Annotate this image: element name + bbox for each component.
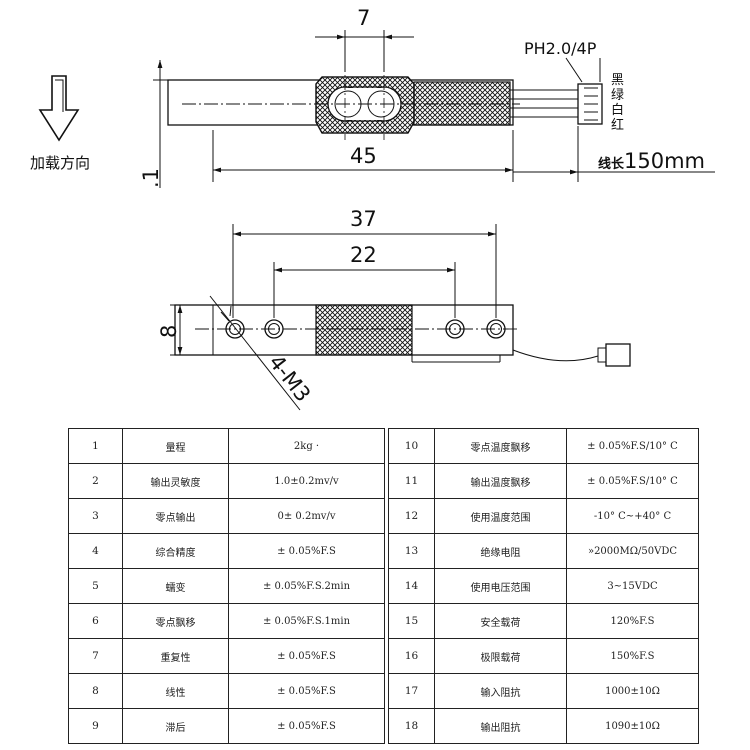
spec-number: 14 [388,568,435,604]
spec-name: 安全载荷 [434,603,567,639]
spec-value: 150%F.S [566,638,699,674]
spec-name: 极限载荷 [434,638,567,674]
spec-name: 使用温度范围 [434,498,567,534]
spec-name: 输出灵敏度 [122,463,229,499]
spec-value: 0± 0.2mv/v [228,498,385,534]
spec-name: 使用电压范围 [434,568,567,604]
spec-value: »2000MΩ/50VDC [566,533,699,569]
spec-value: 2kg · [228,428,385,464]
spec-value: ± 0.05%F.S.1min [228,603,385,639]
spec-number: 8 [68,673,123,709]
spec-number: 7 [68,638,123,674]
spec-name: 量程 [122,428,229,464]
spec-name: 重复性 [122,638,229,674]
spec-name: 零点输出 [122,498,229,534]
cable-label-prefix: 线长 [598,156,625,172]
spec-number: 9 [68,708,123,744]
spec-number: 16 [388,638,435,674]
spec-number: 4 [68,533,123,569]
spec-value: ± 0.05%F.S [228,673,385,709]
side-view: 37 22 8 4-M3 [157,207,631,411]
spec-name: 线性 [122,673,229,709]
spec-name: 零点温度飘移 [434,428,567,464]
thread-label: 4-M3 [264,350,315,406]
spec-value: ± 0.05%F.S [228,708,385,744]
spec-value: 1090±10Ω [566,708,699,744]
top-view: .1 7 [139,6,715,188]
spec-value: 120%F.S [566,603,699,639]
spec-name: 输出阻抗 [434,708,567,744]
top-partial-dim: .1 [139,168,163,188]
spec-name: 绝缘电阻 [434,533,567,569]
cable-length-label: 线长150mm [598,149,705,173]
wire-color-white: 白 [611,102,624,118]
spec-name: 滞后 [122,708,229,744]
spec-value: 3~15VDC [566,568,699,604]
spec-value: 1000±10Ω [566,673,699,709]
load-direction-label: 加载方向 [30,154,90,172]
spec-value: -10° C~+40° C [566,498,699,534]
dim-inner-spacing: 22 [350,243,377,267]
spec-value: ± 0.05%F.S/10° C [566,463,699,499]
spec-value: ± 0.05%F.S [228,638,385,674]
spec-number: 2 [68,463,123,499]
spec-value: ± 0.05%F.S.2min [228,568,385,604]
dim-height: 8 [157,325,181,338]
spec-number: 13 [388,533,435,569]
spec-value: 1.0±0.2mv/v [228,463,385,499]
spec-number: 3 [68,498,123,534]
wire-color-black: 黑 [611,73,624,88]
spec-number: 6 [68,603,123,639]
spec-value: ± 0.05%F.S/10° C [566,428,699,464]
spec-number: 15 [388,603,435,639]
connector-label: PH2.0/4P [524,39,597,58]
spec-name: 输出温度飘移 [434,463,567,499]
wire-color-green: 绿 [611,88,624,103]
dim-length: 45 [350,144,377,168]
spec-number: 11 [388,463,435,499]
lead-wires [510,83,603,125]
spec-name: 输入阻抗 [434,673,567,709]
spec-number: 5 [68,568,123,604]
spec-name: 蠕变 [122,568,229,604]
spec-value: ± 0.05%F.S [228,533,385,569]
dim-hole-spacing: 7 [357,6,370,30]
load-direction-arrow-icon [38,75,80,142]
technical-drawing: 加载方向 .1 7 [30,6,715,411]
spec-number: 17 [388,673,435,709]
wire-color-red: 红 [611,117,624,133]
spec-name: 综合精度 [122,533,229,569]
spec-number: 18 [388,708,435,744]
spec-number: 1 [68,428,123,464]
spec-number: 10 [388,428,435,464]
dim-outer-spacing: 37 [350,207,377,231]
spec-number: 12 [388,498,435,534]
spec-name: 零点飘移 [122,603,229,639]
cable-length-value: 150mm [624,149,705,173]
